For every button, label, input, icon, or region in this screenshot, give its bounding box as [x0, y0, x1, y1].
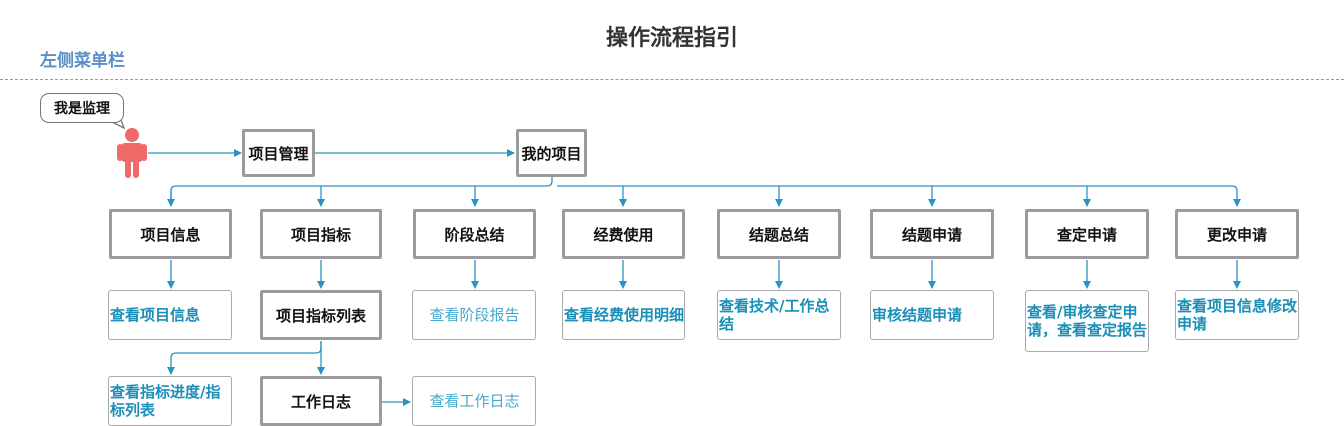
divider-line: [0, 79, 1344, 80]
action-view-info-change[interactable]: 查看项目信息修改申请: [1175, 290, 1299, 340]
action-view-funding-details[interactable]: 查看经费使用明细: [562, 290, 685, 340]
action-view-tech-work-summary[interactable]: 查看技术/工作总结: [717, 290, 841, 340]
node-my-projects[interactable]: 我的项目: [516, 129, 587, 177]
action-review-closing-application[interactable]: 审核结题申请: [870, 290, 994, 340]
action-review-verification[interactable]: 查看/审核查定申请，查看查定报告: [1025, 290, 1149, 352]
action-view-indicator-progress[interactable]: 查看指标进度/指标列表: [108, 376, 232, 426]
sidebar-label: 左侧菜单栏: [40, 51, 125, 71]
node-project-management[interactable]: 项目管理: [242, 129, 315, 177]
module-closing-summary[interactable]: 结题总结: [717, 209, 841, 259]
person-icon: [117, 128, 147, 178]
action-view-project-info[interactable]: 查看项目信息: [108, 290, 232, 340]
branch-line-modules: [170, 177, 553, 206]
module-closing-application[interactable]: 结题申请: [870, 209, 994, 259]
action-view-work-log[interactable]: 查看工作日志: [412, 376, 536, 426]
module-change-application[interactable]: 更改申请: [1175, 209, 1299, 259]
module-project-info[interactable]: 项目信息: [109, 209, 232, 259]
module-verification-application[interactable]: 查定申请: [1025, 209, 1149, 259]
module-project-indicators[interactable]: 项目指标: [260, 209, 382, 259]
node-work-log[interactable]: 工作日志: [260, 376, 382, 426]
branch-line-indicator-list: [167, 341, 322, 375]
page-title: 操作流程指引: [605, 26, 738, 51]
module-funding-usage[interactable]: 经费使用: [562, 209, 685, 259]
action-indicator-list[interactable]: 项目指标列表: [260, 290, 382, 340]
module-stage-summary[interactable]: 阶段总结: [413, 209, 536, 259]
action-view-stage-report[interactable]: 查看阶段报告: [412, 290, 536, 340]
actor-speech-bubble: 我是监理: [40, 93, 124, 123]
